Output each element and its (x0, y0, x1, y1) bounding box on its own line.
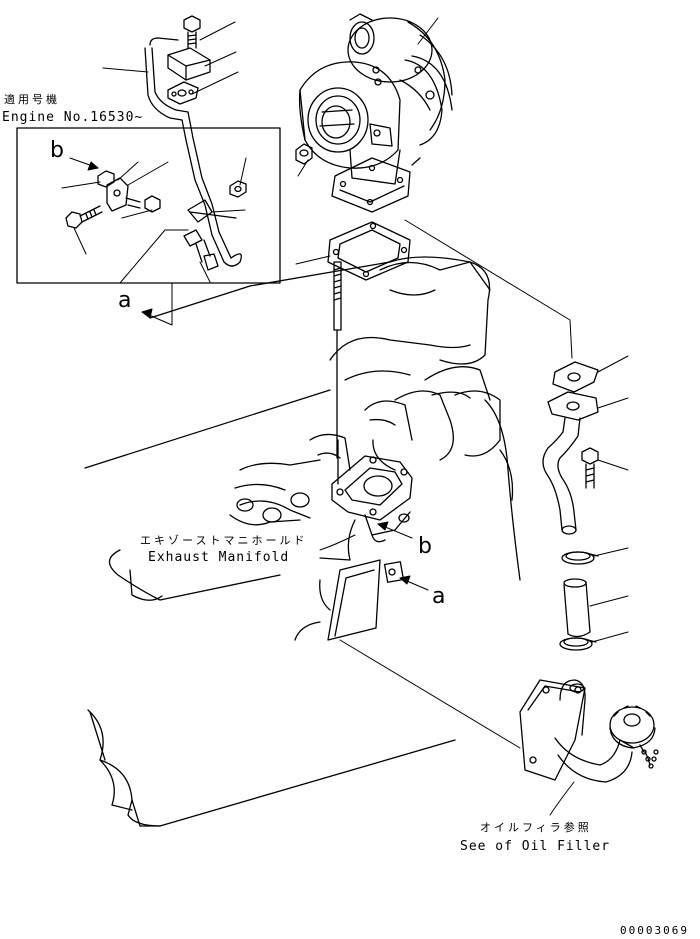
oil-filler-label-en: See of Oil Filler (460, 839, 611, 854)
callout-b-inset: b (50, 138, 64, 163)
oil-feed-tube (144, 15, 242, 267)
oil-filler-label-jp: オイルフィラ参照 (480, 821, 592, 834)
exhaust-manifold-label-en: Exhaust Manifold (148, 550, 290, 565)
exhaust-manifold-label-jp: エキゾーストマニホールド (140, 534, 308, 547)
callout-b-main: b (418, 534, 432, 559)
callout-a-inset: a (118, 288, 132, 313)
engine-block-outline (84, 256, 521, 827)
document-number: 00003069 (620, 924, 689, 937)
applicability-label-jp: 適用号機 (4, 93, 60, 106)
callout-a-main: a (432, 584, 446, 609)
oil-filler (519, 679, 659, 783)
stud-bolt (333, 261, 342, 485)
leader-lines (61, 17, 629, 816)
applicability-label-en: Engine No.16530~ (2, 110, 144, 125)
turbocharger (298, 13, 453, 213)
exhaust-manifold (229, 261, 501, 641)
turbo-gasket (327, 221, 411, 281)
turbo-nut (295, 143, 313, 165)
oil-return-pipe (542, 361, 599, 651)
